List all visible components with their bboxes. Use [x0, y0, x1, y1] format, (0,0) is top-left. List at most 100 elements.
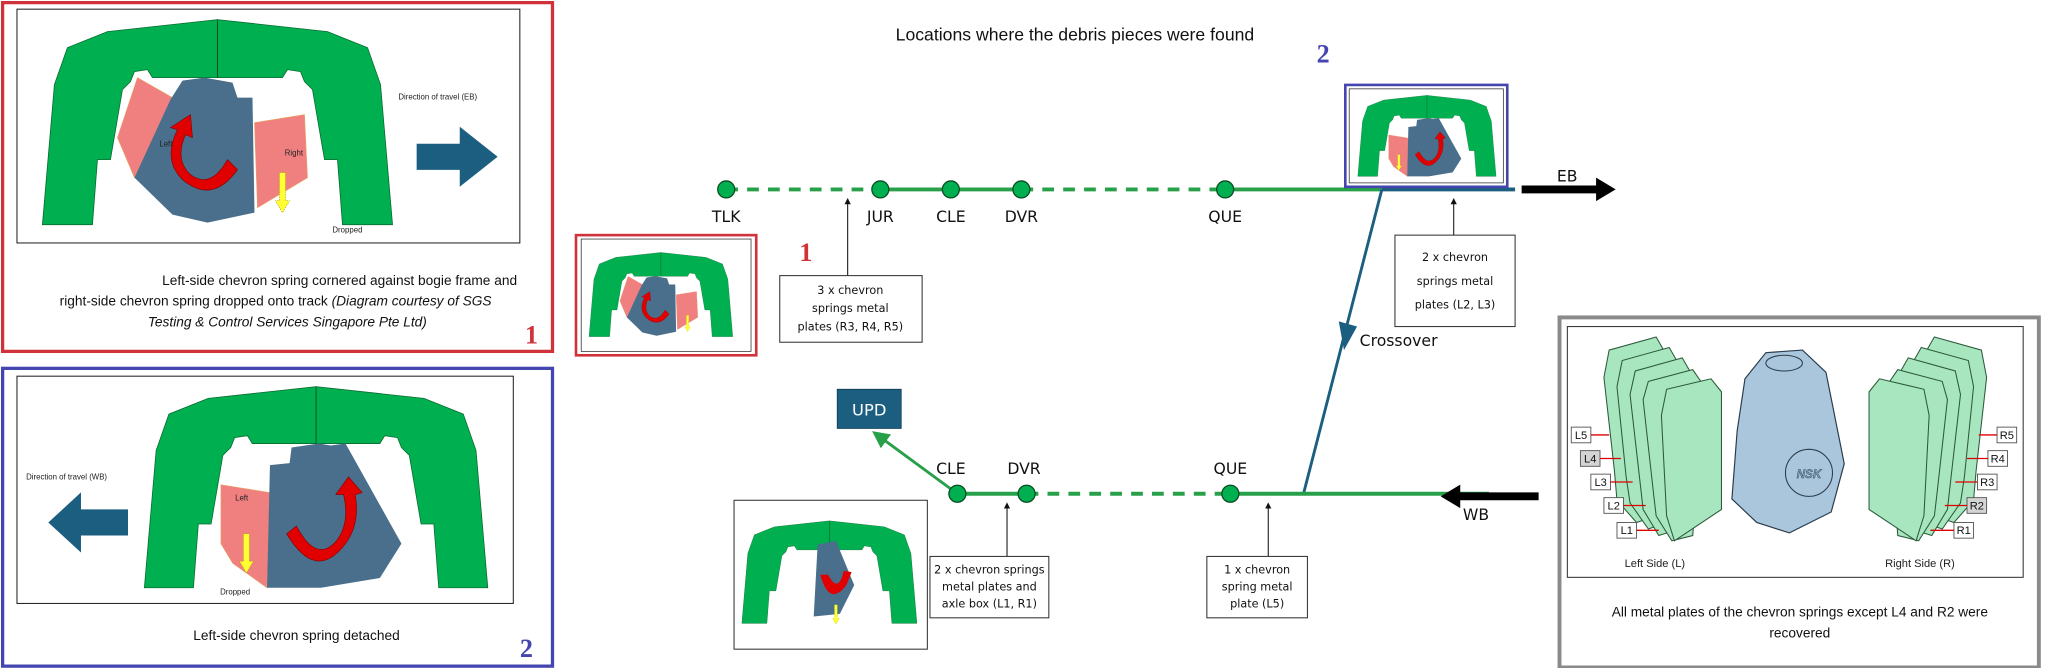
- tag-label: R4: [1991, 453, 2005, 465]
- bogie-diagram-state-1: [42, 20, 392, 225]
- axle-box-top: [1765, 354, 1803, 372]
- station-label: DVR: [1007, 459, 1040, 478]
- station-que-wb: QUE: [1214, 459, 1248, 503]
- station-label: JUR: [866, 207, 894, 226]
- crossover: Crossover: [1302, 189, 1438, 495]
- annotation-1-line: 3 x chevron: [817, 284, 883, 297]
- tag-label: L5: [1575, 430, 1587, 442]
- caption-courtesy-text: (Diagram courtesy of SGS: [332, 294, 492, 309]
- plate-shape: [1660, 378, 1722, 542]
- panel-1-number: 1: [525, 321, 538, 350]
- eb-label: EB: [1557, 167, 1578, 186]
- thumbnail-1-number: 1: [799, 238, 812, 267]
- panel-1-caption-line-3: Testing & Control Services Singapore Pte…: [148, 315, 427, 330]
- tag-label: R5: [2000, 430, 2014, 442]
- left-side-label: Left Side (L): [1625, 558, 1685, 570]
- annotation-2-line: 2 x chevron: [1422, 251, 1488, 264]
- right-plate-tags: R5 R4 R3 R2 R1: [1930, 426, 2018, 539]
- annotation-3-line: axle box (L1, R1): [942, 597, 1037, 610]
- left-spring-label: Left: [159, 139, 173, 148]
- tag-label: L3: [1594, 477, 1606, 489]
- left-chevron-spring-plates: [1603, 336, 1722, 542]
- station-dvr-wb: DVR: [1007, 459, 1041, 503]
- station-marker: [1012, 180, 1031, 199]
- tag-label: R1: [1957, 525, 1971, 537]
- upd-depot-label: UPD: [852, 400, 886, 419]
- station-marker: [941, 180, 960, 199]
- tag-label: L2: [1608, 500, 1620, 512]
- tag-label: L1: [1621, 525, 1633, 537]
- thumbnail-bogie-state-2: [1358, 95, 1496, 176]
- annotation-4-line: 1 x chevron: [1224, 563, 1290, 576]
- panel-2-number: 2: [520, 634, 533, 663]
- axle-box: NSK: [1731, 349, 1845, 534]
- depot-branch-arrow: [872, 431, 959, 495]
- westbound-track: UPD WB CLE DVR QUE 2 x chevron springs m…: [733, 388, 1539, 650]
- eb-direction-arrow-icon: [1521, 177, 1616, 202]
- upd-depot-box: [836, 388, 902, 429]
- plate-shape: [1868, 378, 1930, 542]
- crossover-label: Crossover: [1360, 331, 1438, 350]
- station-cle: CLE: [936, 180, 966, 226]
- tag-label: L4: [1584, 453, 1596, 465]
- thumbnail-bogie-state-1: [589, 252, 733, 336]
- direction-of-travel-label: Direction of travel (EB): [398, 92, 477, 101]
- station-label: QUE: [1214, 459, 1248, 478]
- thumbnail-bogie-detached: [741, 520, 918, 625]
- station-marker: [1221, 484, 1240, 503]
- right-arrow-icon: [416, 126, 498, 187]
- right-spring-label: Right: [285, 148, 304, 157]
- panel-1-eb-scenario: Left Right Dropped Direction of travel (…: [0, 1, 555, 354]
- station-label: CLE: [936, 459, 966, 478]
- panel-2-wb-scenario: Left Dropped Direction of travel (WB) Le…: [0, 366, 555, 668]
- station-marker: [1017, 484, 1036, 503]
- station-dvr: DVR: [1005, 180, 1038, 226]
- station-cle-wb: CLE: [936, 459, 967, 503]
- axle-box-brand: NSK: [1797, 468, 1823, 481]
- right-chevron-spring-plates: [1868, 336, 1988, 542]
- station-marker: [1216, 180, 1235, 199]
- annotation-box-3: [929, 555, 1050, 619]
- tag-label: R3: [1980, 477, 1994, 489]
- direction-of-travel-label: Direction of travel (WB): [26, 472, 107, 481]
- plates-caption-line-2: recovered: [1769, 625, 1830, 640]
- panel-1-caption-line-2: right-side chevron spring dropped onto t…: [60, 294, 492, 309]
- annotation-1-line: plates (R3, R4, R5): [797, 320, 903, 333]
- station-label: DVR: [1005, 207, 1038, 226]
- panel-1-caption-line-1: Left-side chevron spring cornered agains…: [162, 273, 517, 288]
- annotation-4-line: spring metal: [1222, 580, 1293, 593]
- thumbnail-2-number: 2: [1317, 40, 1330, 69]
- axle-box-shape: [813, 540, 855, 617]
- chevron-plates-panel: NSK L5 L4 L3 L2 L1 R5: [1557, 315, 2041, 668]
- axle-box-cover: [1784, 448, 1834, 497]
- annotation-box-1: [779, 275, 923, 343]
- dropped-label: Dropped: [332, 226, 362, 235]
- annotation-2-line: plates (L2, L3): [1415, 298, 1496, 311]
- caption-text: right-side chevron spring dropped onto t…: [60, 294, 332, 309]
- rotation-arrow-icon: [820, 570, 852, 595]
- wb-direction-arrow-icon: [1440, 484, 1539, 509]
- left-plate-tags: L5 L4 L3 L2 L1: [1570, 426, 1659, 539]
- station-marker: [871, 180, 890, 199]
- station-label: CLE: [936, 207, 966, 226]
- annotation-box-2: [1394, 234, 1516, 328]
- tag-label: R2: [1970, 500, 1984, 512]
- diagram-title: Locations where the debris pieces were f…: [896, 25, 1255, 45]
- right-side-label: Right Side (R): [1885, 558, 1955, 570]
- crossover-direction-icon: [1338, 321, 1358, 351]
- panel-2-caption: Left-side chevron spring detached: [193, 628, 399, 643]
- eastbound-track: EB TLK JUR CLE DVR QUE 3 x chevron sprin…: [574, 40, 1616, 357]
- annotation-3-line: 2 x chevron springs: [934, 563, 1045, 576]
- annotation-box-4: [1206, 555, 1308, 619]
- annotation-1-line: springs metal: [812, 302, 889, 315]
- bogie-diagram-state-2: [144, 387, 487, 588]
- axle-box-body: [1731, 349, 1845, 534]
- station-jur: JUR: [866, 180, 894, 226]
- station-marker: [948, 484, 967, 503]
- left-arrow-icon: [48, 492, 128, 553]
- station-marker: [717, 180, 736, 199]
- annotation-2-line: springs metal: [1417, 275, 1494, 288]
- annotation-4-line: plate (L5): [1230, 597, 1284, 610]
- plates-caption-line-1: All metal plates of the chevron springs …: [1612, 605, 1989, 620]
